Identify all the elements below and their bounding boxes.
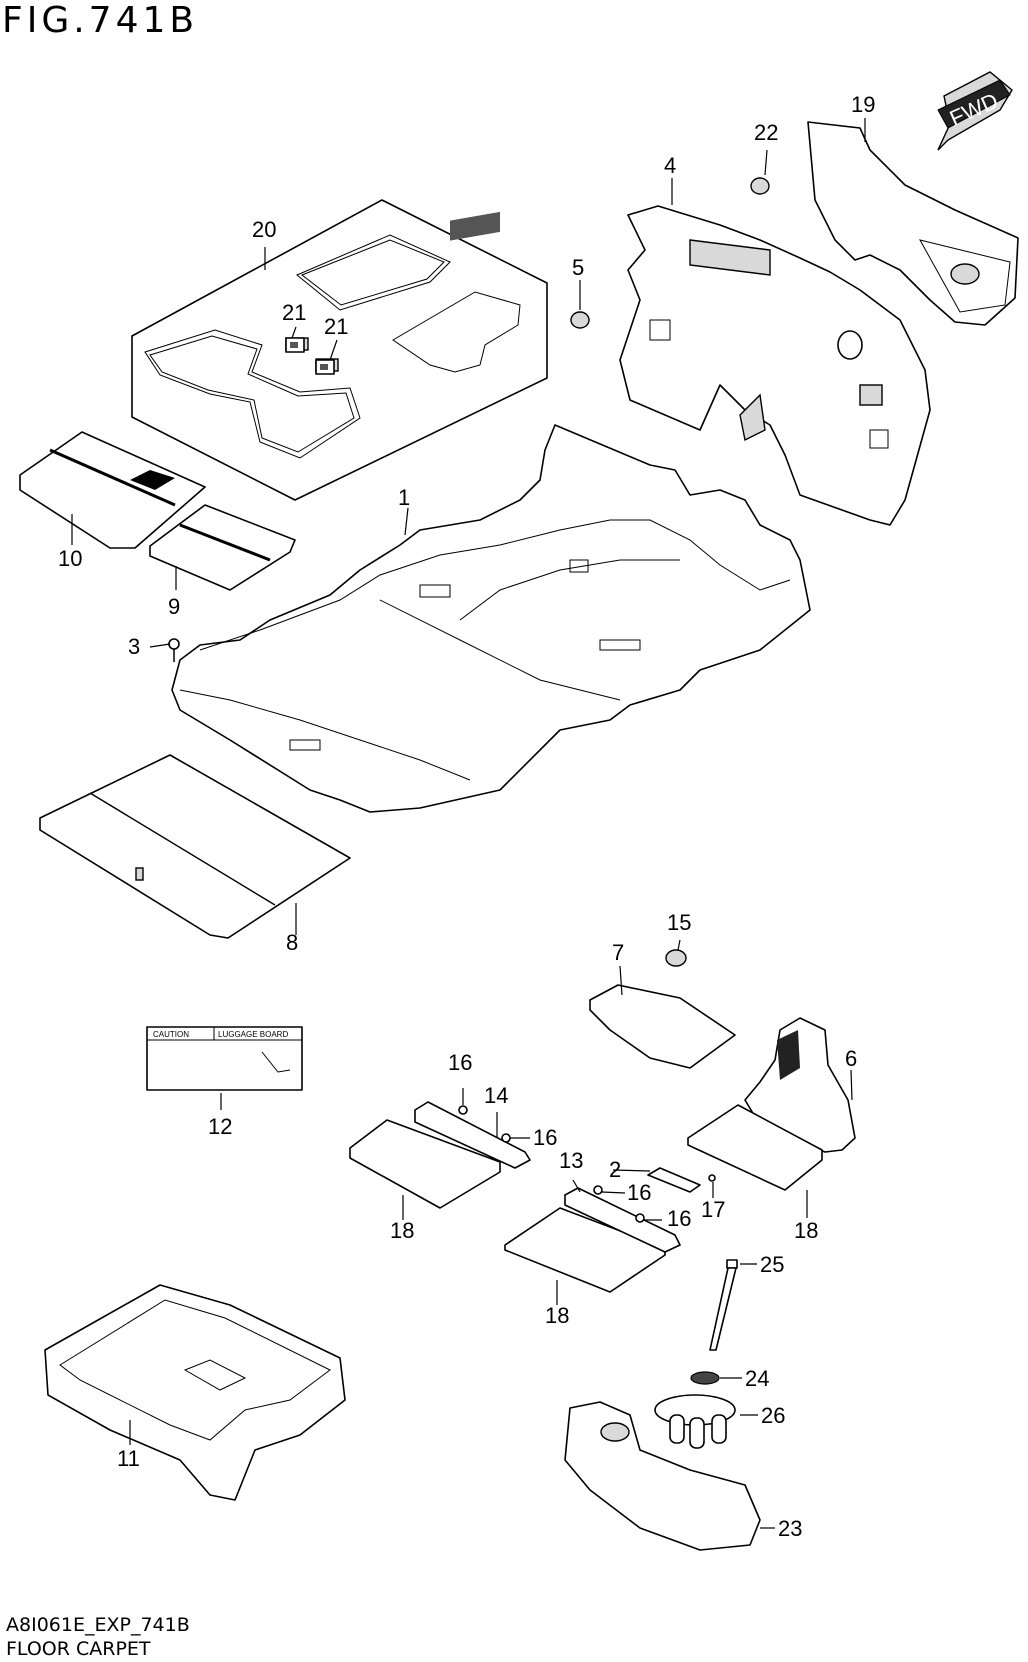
caution-label: CAUTION LUGGAGE BOARD bbox=[146, 1026, 303, 1091]
figure-code: A8I061E_EXP_741B bbox=[6, 1614, 190, 1636]
dash-silencer bbox=[619, 205, 931, 526]
screw-16b bbox=[501, 1133, 511, 1143]
screw-16a bbox=[458, 1105, 468, 1115]
figure-name: FLOOR CARPET bbox=[6, 1638, 151, 1660]
grommet-22 bbox=[750, 177, 770, 195]
callout-20: 20 bbox=[252, 217, 276, 242]
callout-16b: 16 bbox=[533, 1125, 557, 1150]
callout-6: 6 bbox=[845, 1046, 857, 1071]
tray-23 bbox=[564, 1401, 761, 1551]
floor-mat-set bbox=[131, 199, 548, 501]
grommet-5 bbox=[570, 311, 590, 329]
screw-16c bbox=[593, 1185, 603, 1195]
callout-5: 5 bbox=[572, 255, 584, 280]
callout-7: 7 bbox=[612, 940, 624, 965]
callout-23: 23 bbox=[778, 1516, 802, 1541]
callout-17: 17 bbox=[701, 1197, 725, 1222]
callout-24: 24 bbox=[745, 1366, 769, 1391]
callout-2: 2 bbox=[609, 1157, 621, 1182]
trim-6 bbox=[744, 1017, 856, 1153]
callout-21b: 21 bbox=[324, 314, 348, 339]
grommet-15 bbox=[665, 949, 687, 967]
hook-21b bbox=[315, 359, 335, 375]
hinge-14 bbox=[414, 1101, 531, 1169]
screw-17 bbox=[708, 1174, 716, 1182]
floor-mat-9 bbox=[149, 504, 296, 591]
insulator-19 bbox=[807, 121, 1019, 326]
figure-title: FIG.741B bbox=[2, 0, 199, 41]
callout-11: 11 bbox=[117, 1446, 140, 1471]
tub-11 bbox=[44, 1284, 346, 1501]
clip-3 bbox=[168, 638, 180, 662]
fwd-arrow-icon: FWD bbox=[937, 71, 1013, 151]
screw-16d bbox=[635, 1213, 645, 1223]
callout-3: 3 bbox=[128, 634, 140, 659]
board-18a bbox=[349, 1119, 501, 1209]
callout-4: 4 bbox=[664, 153, 676, 178]
callout-26: 26 bbox=[761, 1403, 785, 1428]
callout-14: 14 bbox=[484, 1083, 508, 1108]
callout-18a: 18 bbox=[390, 1218, 414, 1243]
hook-21a bbox=[285, 337, 305, 353]
board-18c bbox=[687, 1104, 823, 1191]
callout-12: 12 bbox=[208, 1114, 232, 1139]
callout-19: 19 bbox=[851, 92, 875, 117]
board-18b bbox=[504, 1207, 666, 1293]
floor-carpet-main bbox=[171, 424, 811, 813]
floor-mat-10 bbox=[19, 431, 206, 549]
callout-15: 15 bbox=[667, 910, 691, 935]
bolt-25 bbox=[709, 1259, 738, 1351]
callout-18c: 18 bbox=[794, 1218, 818, 1243]
callout-16c: 16 bbox=[627, 1180, 651, 1205]
leader-lines bbox=[71, 118, 866, 1529]
callout-18b: 18 bbox=[545, 1303, 569, 1328]
washer-24 bbox=[690, 1371, 720, 1385]
caution-text: CAUTION bbox=[153, 1030, 189, 1039]
callout-16d: 16 bbox=[667, 1206, 691, 1231]
callout-21a: 21 bbox=[282, 300, 306, 325]
callout-9: 9 bbox=[168, 594, 180, 619]
callout-numbers: 1 2 3 4 5 6 7 8 9 10 11 12 13 14 15 16 1… bbox=[58, 92, 875, 1541]
callout-13: 13 bbox=[559, 1148, 583, 1173]
cover-7 bbox=[589, 984, 736, 1069]
spacer-26 bbox=[654, 1394, 736, 1449]
luggage-board-text: LUGGAGE BOARD bbox=[218, 1030, 288, 1039]
luggage-mat-8 bbox=[39, 754, 351, 939]
plate-2 bbox=[647, 1167, 701, 1193]
callout-8: 8 bbox=[286, 930, 298, 955]
callout-22: 22 bbox=[754, 120, 778, 145]
callout-10: 10 bbox=[58, 546, 82, 571]
callout-25: 25 bbox=[760, 1252, 784, 1277]
callout-1: 1 bbox=[398, 485, 410, 510]
callout-16a: 16 bbox=[448, 1050, 472, 1075]
